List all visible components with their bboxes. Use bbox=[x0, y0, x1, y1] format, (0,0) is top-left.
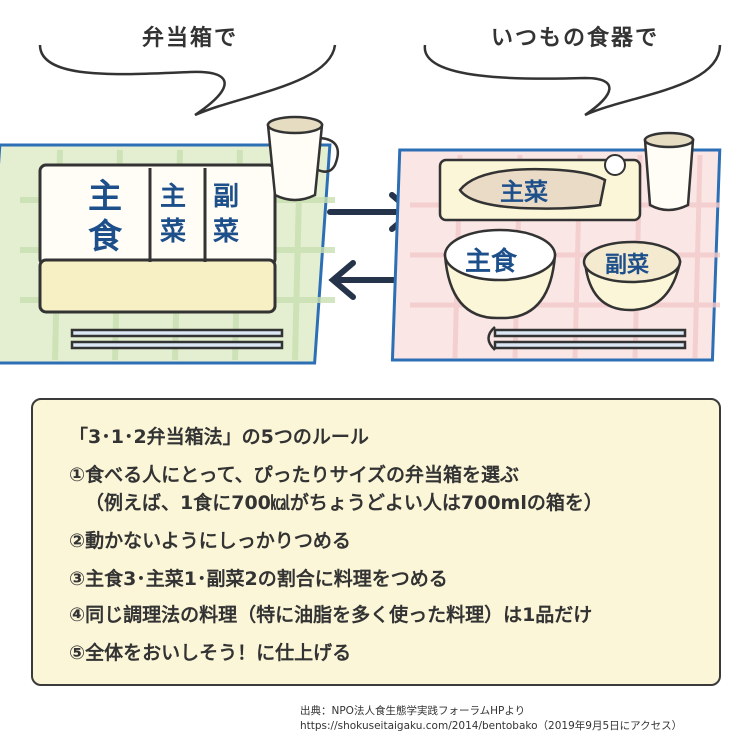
bento-main-dish-1: 主 bbox=[160, 182, 186, 212]
bento-side-dish-1: 副 bbox=[213, 182, 239, 212]
heading-tableware: いつもの食器で bbox=[490, 26, 659, 51]
fish-label: 主菜 bbox=[500, 178, 548, 206]
rule-3: ③主食3･主菜1･副菜2の割合に料理をつめる bbox=[69, 568, 448, 590]
side-dish-label: 副菜 bbox=[605, 253, 649, 278]
rules-box: 「3･1･2弁当箱法」の5つのルール ①食べる人にとって、ぴったりサイズの弁当箱… bbox=[31, 398, 721, 686]
source-line-2: https://shokuseitaigaku.com/2014/bentoba… bbox=[300, 720, 683, 732]
source-citation: 出典：NPO法人食生態学実践フォーラムHPより https://shokusei… bbox=[300, 704, 682, 734]
rule-5: ⑤全体をおいしそう！に仕上げる bbox=[69, 642, 352, 664]
rule-2: ②動かないようにしっかりつめる bbox=[69, 530, 351, 552]
fish-plate bbox=[438, 154, 642, 222]
bento-main-food-2: 食 bbox=[88, 217, 123, 257]
bento-main-dish-2: 菜 bbox=[159, 217, 186, 247]
bento-main-food-1: 主 bbox=[88, 177, 122, 217]
speech-curve-left bbox=[38, 44, 337, 117]
chopsticks-left bbox=[70, 328, 284, 350]
illustration-scene: 弁当箱で いつもの食器で 主 食 主 菜 副 菜 bbox=[0, 26, 722, 365]
rice-bowl bbox=[443, 228, 557, 320]
bento-box bbox=[38, 163, 277, 314]
chopsticks-right bbox=[487, 326, 687, 351]
bento-side-dish-2: 菜 bbox=[212, 217, 239, 247]
rule-1-example: （例えば、1食に700㎉がちょうどよい人は700mlの箱を） bbox=[85, 492, 603, 514]
rice-label: 主食 bbox=[465, 246, 518, 277]
tea-cup-left bbox=[266, 115, 340, 202]
heading-bento: 弁当箱で bbox=[141, 26, 238, 51]
scene-drawing: 主 食 主 菜 副 菜 bbox=[0, 44, 722, 365]
tea-cup-right bbox=[643, 131, 695, 212]
rule-4: ④同じ調理法の料理（特に油脂を多く使った料理）は1品だけ bbox=[69, 604, 593, 626]
source-line-1: 出典：NPO法人食生態学実践フォーラムHPより bbox=[300, 705, 526, 717]
rule-1: ①食べる人にとって、ぴったりサイズの弁当箱を選ぶ bbox=[69, 464, 520, 486]
speech-curve-right bbox=[423, 44, 722, 117]
rules-title: 「3･1･2弁当箱法」の5つのルール bbox=[69, 426, 369, 448]
side-dish-bowl bbox=[582, 240, 682, 312]
